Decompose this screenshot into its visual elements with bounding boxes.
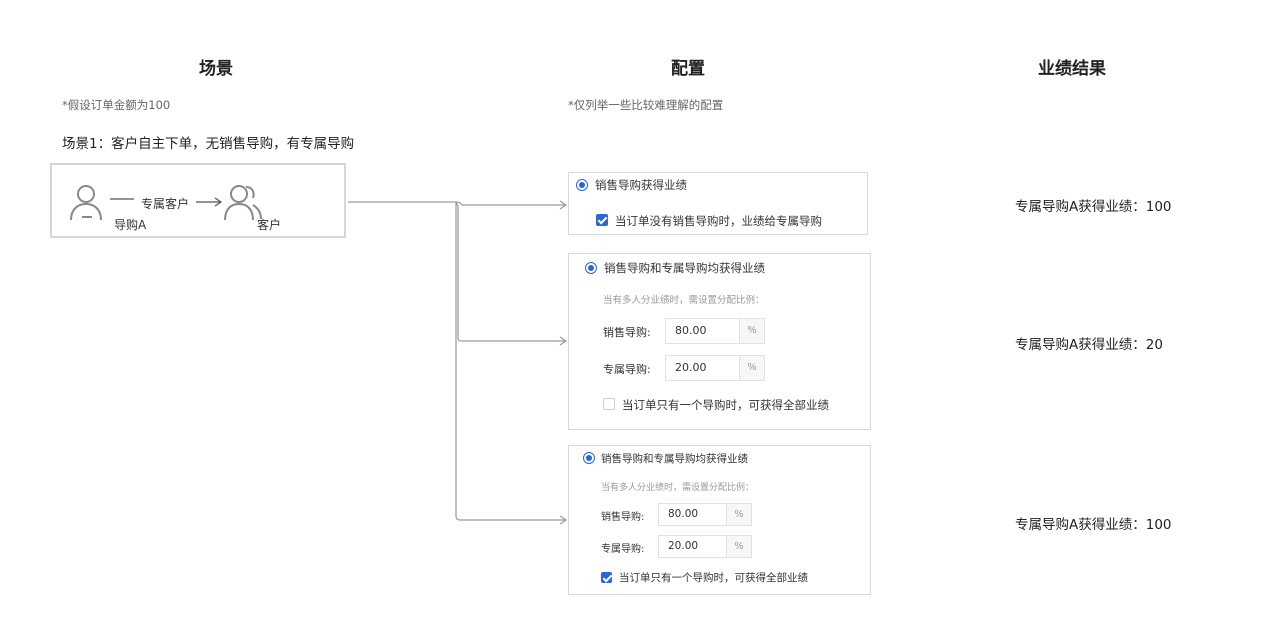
checkbox[interactable] bbox=[596, 214, 608, 226]
percent-unit: % bbox=[739, 319, 764, 343]
scene-header: 场景 bbox=[199, 59, 233, 79]
checkbox[interactable] bbox=[603, 398, 615, 410]
radio-button[interactable] bbox=[585, 262, 597, 274]
assumption-note: *假设订单金额为100 bbox=[62, 98, 171, 112]
relation-label: 专属客户 bbox=[141, 197, 190, 211]
config-header: 配置 bbox=[671, 59, 705, 79]
sales-guide-value: 80.00 bbox=[668, 508, 699, 520]
checkbox-label: 当订单只有一个导购时，可获得全部业绩 bbox=[619, 572, 808, 584]
config-panel-3: 销售导购和专属导购均获得业绩 当有多人分业绩时，需设置分配比例： 销售导购: 8… bbox=[568, 445, 871, 595]
config-panel-1: 销售导购获得业绩 当订单没有销售导购时，业绩给专属导购 bbox=[568, 172, 868, 235]
relation-line bbox=[110, 198, 134, 200]
result-2: 专属导购A获得业绩：20 bbox=[1015, 337, 1163, 353]
radio-label: 销售导购获得业绩 bbox=[595, 178, 687, 192]
customer-group-icon bbox=[224, 185, 262, 221]
exclusive-guide-input[interactable]: 20.00 % bbox=[665, 355, 765, 381]
checkbox-label: 当订单没有销售导购时，业绩给专属导购 bbox=[615, 214, 822, 228]
config-panel-2: 销售导购和专属导购均获得业绩 当有多人分业绩时，需设置分配比例： 销售导购: 8… bbox=[568, 253, 871, 430]
exclusive-guide-label: 专属导购: bbox=[603, 363, 651, 376]
percent-unit: % bbox=[726, 536, 751, 557]
result-1: 专属导购A获得业绩：100 bbox=[1015, 199, 1172, 215]
radio-button[interactable] bbox=[583, 452, 595, 464]
exclusive-guide-value: 20.00 bbox=[668, 540, 699, 552]
exclusive-guide-label: 专属导购: bbox=[601, 544, 645, 555]
arrow-right-icon bbox=[196, 197, 223, 207]
exclusive-guide-input[interactable]: 20.00 % bbox=[658, 535, 752, 558]
allocation-hint: 当有多人分业绩时，需设置分配比例： bbox=[601, 483, 755, 493]
percent-unit: % bbox=[739, 356, 764, 380]
sales-guide-input[interactable]: 80.00 % bbox=[658, 503, 752, 526]
guide-person-icon bbox=[70, 185, 102, 221]
guide-label: 导购A bbox=[114, 218, 147, 232]
sales-guide-value: 80.00 bbox=[675, 324, 707, 337]
radio-label: 销售导购和专属导购均获得业绩 bbox=[604, 261, 765, 275]
scenario-title: 场景1：客户自主下单，无销售导购，有专属导购 bbox=[62, 136, 355, 152]
config-note: *仅列举一些比较难理解的配置 bbox=[568, 98, 724, 112]
scenario-box: 导购A 专属客户 客户 bbox=[50, 163, 346, 238]
checkbox[interactable] bbox=[601, 572, 612, 583]
percent-unit: % bbox=[726, 504, 751, 525]
sales-guide-input[interactable]: 80.00 % bbox=[665, 318, 765, 344]
checkbox-label: 当订单只有一个导购时，可获得全部业绩 bbox=[622, 398, 829, 412]
result-3: 专属导购A获得业绩：100 bbox=[1015, 517, 1172, 533]
customer-label: 客户 bbox=[257, 218, 282, 232]
exclusive-guide-value: 20.00 bbox=[675, 361, 707, 374]
sales-guide-label: 销售导购: bbox=[603, 326, 651, 339]
allocation-hint: 当有多人分业绩时，需设置分配比例： bbox=[603, 295, 765, 306]
radio-label: 销售导购和专属导购均获得业绩 bbox=[601, 453, 748, 465]
sales-guide-label: 销售导购: bbox=[601, 512, 645, 523]
result-header: 业绩结果 bbox=[1038, 59, 1106, 79]
radio-button[interactable] bbox=[576, 179, 588, 191]
